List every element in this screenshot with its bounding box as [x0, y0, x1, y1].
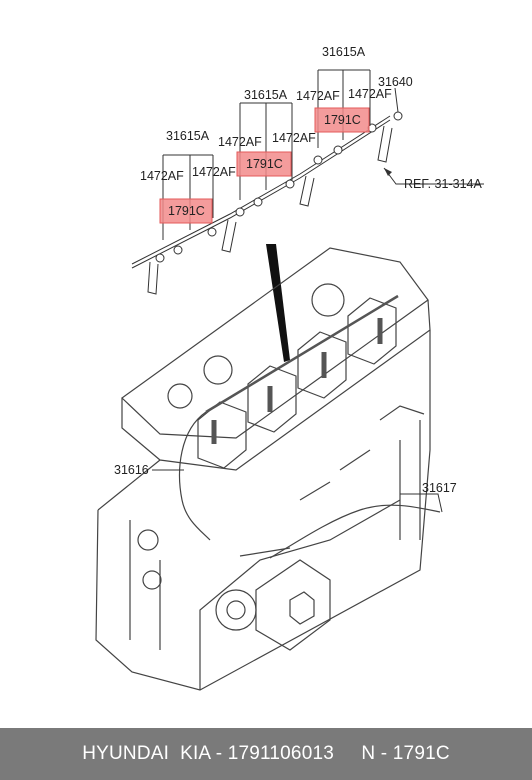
highlight-1791c-1 — [159, 198, 213, 224]
label-1472af-1a: 1472AF — [140, 169, 184, 183]
footer-part-info: HYUNDAI KIA - 1791106013 N - 1791C — [82, 743, 450, 764]
label-31615a-2: 31615A — [244, 88, 288, 102]
highlight-1791c-2 — [236, 151, 292, 177]
engine-block — [95, 247, 441, 691]
label-1472af-2a: 1472AF — [218, 135, 262, 149]
pointer-arrow — [266, 244, 290, 362]
parts-diagram: 31615A 1472AF 1472AF 1791C 31615A 1472AF… — [95, 45, 484, 691]
label-31615a-3: 31615A — [322, 45, 366, 59]
label-31617: 31617 — [422, 481, 457, 495]
label-1791c-1: 1791C — [168, 204, 205, 218]
label-31640: 31640 — [378, 75, 413, 89]
label-1472af-3b: 1472AF — [348, 87, 392, 101]
label-1791c-3: 1791C — [324, 113, 361, 127]
footer-bar: HYUNDAI KIA - 1791106013 N - 1791C — [0, 728, 532, 780]
ref-label: REF. 31-314A — [404, 177, 482, 191]
label-1472af-1b: 1472AF — [192, 165, 236, 179]
label-1472af-2b: 1472AF — [272, 131, 316, 145]
callout-group-1: 31615A 1472AF 1472AF 1791C — [140, 129, 236, 240]
label-31615a-1: 31615A — [166, 129, 210, 143]
label-1791c-2: 1791C — [246, 157, 283, 171]
callout-group-2: 31615A 1472AF 1472AF 1791C — [218, 88, 316, 200]
highlight-1791c-3 — [314, 107, 370, 133]
label-31616: 31616 — [114, 463, 149, 477]
label-1472af-3a: 1472AF — [296, 89, 340, 103]
callout-group-3: 31615A 1472AF 1472AF 1791C — [296, 45, 392, 148]
